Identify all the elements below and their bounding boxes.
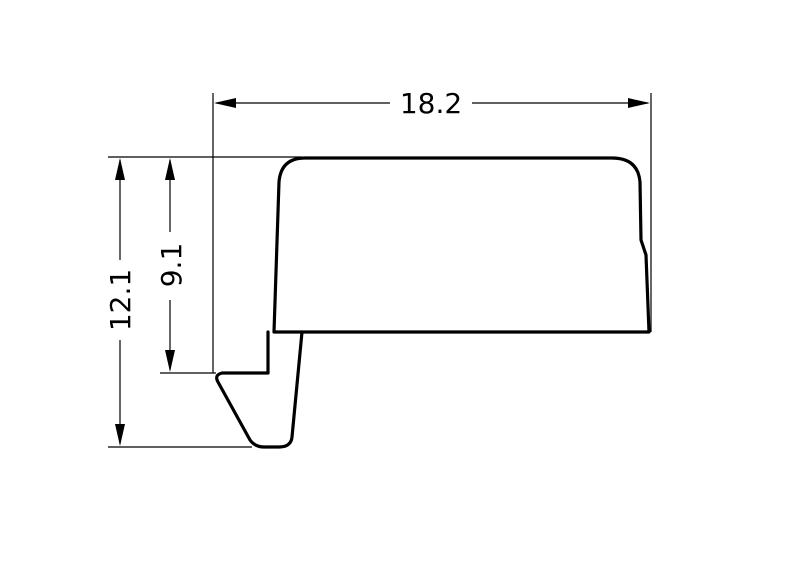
width-arrow-left [214, 98, 236, 108]
overall-height-dimension-label: 12.1 [104, 269, 137, 331]
part-profile-outline [272, 156, 651, 334]
width-arrow-right [628, 98, 650, 108]
inner-height-arrow-top [165, 158, 175, 180]
overall-height-arrow-bottom [115, 424, 125, 446]
width-dimension-label: 18.2 [400, 87, 462, 120]
inner-height-arrow-bottom [165, 350, 175, 372]
inner-height-dimension-label: 9.1 [155, 243, 188, 288]
overall-height-arrow-top [115, 158, 125, 180]
part-hook-outline [215, 330, 304, 449]
